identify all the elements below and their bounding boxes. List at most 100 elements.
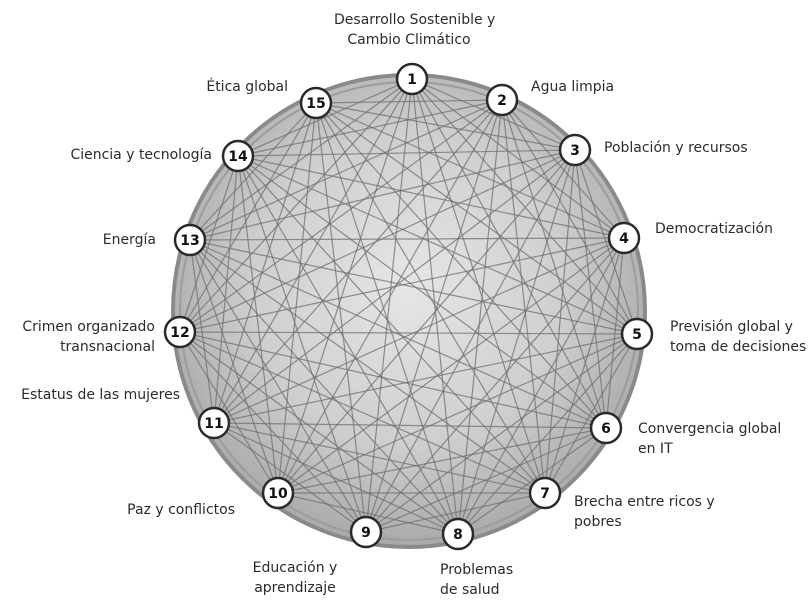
- connector-line: [213, 155, 239, 424]
- node-9: 9: [349, 515, 383, 549]
- connector-line: [277, 237, 625, 494]
- node-circle: [441, 517, 475, 551]
- label-node-9: Educación y aprendizaje: [252, 560, 338, 596]
- connector-line: [179, 331, 367, 533]
- node-number: 11: [204, 416, 223, 432]
- connector-line: [315, 99, 503, 104]
- connector-line: [179, 78, 413, 333]
- label-node-10: Paz y conflictos: [127, 502, 235, 518]
- connector-line: [457, 427, 607, 535]
- node-3: 3: [558, 133, 592, 167]
- label-node-14: Ciencia y tecnología: [70, 147, 212, 163]
- node-7: 7: [528, 476, 562, 510]
- node-8: 8: [441, 517, 475, 551]
- connector-line: [277, 427, 607, 494]
- node-number: 10: [268, 486, 288, 502]
- node-circle: [173, 223, 207, 257]
- node-circle: [558, 133, 592, 167]
- connector-line: [501, 99, 607, 429]
- connector-line: [457, 333, 638, 535]
- connector-line: [315, 102, 546, 494]
- connector-line: [277, 333, 638, 494]
- connector-line: [179, 149, 576, 333]
- label-node-11: Estatus de las mujeres: [21, 387, 180, 403]
- node-circle: [395, 62, 429, 96]
- connector-line: [237, 155, 279, 494]
- connector-line: [213, 422, 459, 535]
- connector-line: [315, 102, 607, 429]
- label-node-1: Desarrollo Sostenible y Cambio Climático: [334, 12, 496, 48]
- node-number: 4: [619, 231, 629, 247]
- connector-line: [501, 99, 625, 239]
- node-circle: [528, 476, 562, 510]
- connector-line: [213, 422, 546, 494]
- node-5: 5: [620, 317, 654, 351]
- node-circle: [197, 406, 231, 440]
- node-number: 2: [497, 93, 507, 109]
- connector-line: [237, 155, 625, 239]
- connector-line: [315, 102, 625, 239]
- label-node-5: Previsión global y toma de decisiones: [670, 319, 807, 355]
- node-circle: [163, 315, 197, 349]
- connector-line: [189, 237, 625, 241]
- connector-line: [411, 78, 638, 335]
- connector-line: [457, 99, 503, 535]
- connector-line: [237, 155, 459, 535]
- node-13: 13: [173, 223, 207, 257]
- connector-line: [544, 149, 576, 494]
- connector-line: [277, 99, 503, 494]
- connector-line: [179, 331, 279, 494]
- connector-line: [605, 237, 625, 429]
- node-12: 12: [163, 315, 197, 349]
- node-4: 4: [607, 221, 641, 255]
- node-15: 15: [299, 86, 333, 120]
- node-number: 5: [632, 327, 642, 343]
- connector-line: [237, 99, 503, 157]
- connector-line: [411, 78, 607, 429]
- node-circle: [261, 476, 295, 510]
- node-circle: [607, 221, 641, 255]
- label-node-3: Población y recursos: [604, 140, 748, 156]
- label-node-2: Agua limpia: [531, 79, 615, 95]
- node-number: 6: [601, 421, 611, 437]
- connector-line: [213, 78, 413, 424]
- connector-line: [315, 102, 459, 535]
- label-node-8: Problemas de salud: [440, 562, 514, 598]
- connector-line: [189, 239, 215, 424]
- connector-line: [189, 239, 279, 494]
- connector-line: [457, 149, 576, 535]
- connector-line: [189, 239, 638, 335]
- connector-line: [179, 331, 546, 494]
- connector-line: [213, 422, 607, 429]
- node-11: 11: [197, 406, 231, 440]
- label-node-4: Democratización: [655, 221, 773, 237]
- connector-line: [365, 237, 625, 533]
- connector-line: [365, 492, 546, 533]
- node-10: 10: [261, 476, 295, 510]
- connector-line: [213, 99, 503, 424]
- node-circle: [221, 139, 255, 173]
- node-number: 3: [570, 143, 580, 159]
- node-number: 9: [361, 525, 371, 541]
- connector-line: [189, 149, 576, 241]
- connector-line: [574, 149, 607, 429]
- node-circle: [620, 317, 654, 351]
- connector-line: [544, 333, 638, 494]
- node-circle: [349, 515, 383, 549]
- connector-line: [237, 149, 576, 157]
- connector-line: [189, 239, 459, 535]
- connector-line: [179, 102, 317, 333]
- label-node-15: Ética global: [206, 79, 288, 95]
- connector-line: [213, 422, 367, 533]
- connector-line: [411, 78, 625, 239]
- connector-line: [277, 102, 317, 494]
- node-number: 15: [306, 96, 325, 112]
- connector-line: [277, 78, 413, 494]
- label-node-6: Convergencia global en IT: [638, 421, 782, 457]
- node-circle: [485, 83, 519, 117]
- node-circle: [589, 411, 623, 445]
- node-14: 14: [221, 139, 255, 173]
- node-2: 2: [485, 83, 519, 117]
- connector-line: [315, 102, 576, 151]
